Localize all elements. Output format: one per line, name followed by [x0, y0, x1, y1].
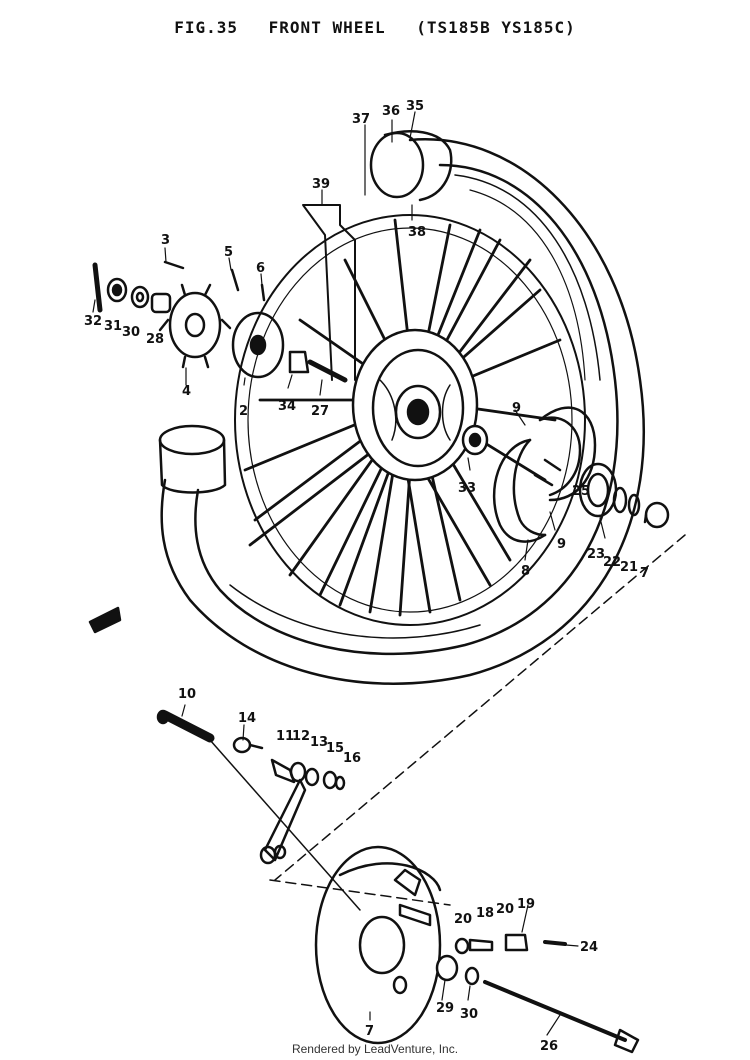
callout-leaders	[92, 111, 606, 1036]
callout-22: 22	[603, 555, 621, 570]
callout-19: 19	[517, 897, 535, 912]
callout-2: 2	[239, 404, 248, 419]
callout-11: 11	[276, 729, 294, 744]
axis-leader-line	[274, 534, 686, 881]
callout-6: 6	[256, 261, 265, 276]
front-axle-hardware	[435, 933, 640, 1054]
figure-name: FRONT WHEEL	[268, 18, 386, 37]
callout-30-upper: 30	[122, 325, 140, 340]
callout-16: 16	[343, 751, 361, 766]
callout-15: 15	[326, 741, 344, 756]
callout-25: 25	[572, 484, 590, 499]
inner-tube-upper	[369, 130, 453, 202]
callout-24: 24	[580, 940, 598, 955]
rim-outer	[234, 214, 586, 626]
callout-14: 14	[238, 711, 256, 726]
callout-13: 13	[310, 735, 328, 750]
callout-39: 39	[312, 177, 330, 192]
brake-panel	[314, 845, 442, 1045]
figure-number: FIG.35	[174, 18, 239, 37]
figure-models: (TS185B YS185C)	[416, 18, 576, 37]
callout-7-lower: 7	[365, 1024, 374, 1039]
callout-12: 12	[292, 729, 310, 744]
rim-inner	[247, 227, 573, 613]
brake-shoe-assembly	[492, 406, 670, 543]
brake-cam-lever	[156, 709, 361, 911]
callout-32: 32	[84, 314, 102, 329]
callout-26: 26	[540, 1039, 558, 1054]
callout-10: 10	[178, 687, 196, 702]
callout-34: 34	[278, 399, 296, 414]
speedometer-gear-parts	[92, 260, 348, 383]
callout-30-lower: 30	[460, 1007, 478, 1022]
figure-title: FIG.35 FRONT WHEEL (TS185B YS185C)	[0, 18, 750, 37]
callout-4: 4	[182, 384, 191, 399]
callout-31: 31	[104, 319, 122, 334]
callout-9-upper: 9	[512, 401, 521, 416]
callout-36: 36	[382, 104, 400, 119]
callout-28: 28	[146, 332, 164, 347]
tire	[160, 138, 645, 685]
callout-29: 29	[436, 1001, 454, 1016]
callout-35: 35	[406, 99, 424, 114]
wheel-hub	[351, 328, 489, 482]
inner-tube-lower	[158, 424, 227, 494]
callout-37: 37	[352, 112, 370, 127]
callout-27: 27	[311, 404, 329, 419]
spoke-guard-39	[302, 204, 356, 381]
callout-20-right: 20	[496, 902, 514, 917]
callout-5: 5	[224, 245, 233, 260]
callout-8: 8	[521, 564, 530, 579]
callout-33: 33	[458, 481, 476, 496]
callout-21: 21	[620, 560, 638, 575]
callout-20-left: 20	[454, 912, 472, 927]
callout-9-lower: 9	[557, 537, 566, 552]
callout-labels: 36 35 37 38 39 3 5 6 32 31 30 28 4 2 34 …	[84, 99, 649, 1054]
callout-18: 18	[476, 906, 494, 921]
front-direction-arrow	[88, 606, 122, 634]
callout-38: 38	[408, 225, 426, 240]
footer-credit: Rendered by LeadVenture, Inc.	[291, 1042, 459, 1056]
callout-3: 3	[161, 233, 170, 248]
callout-7-upper: 7	[640, 566, 649, 581]
callout-23: 23	[587, 547, 605, 562]
